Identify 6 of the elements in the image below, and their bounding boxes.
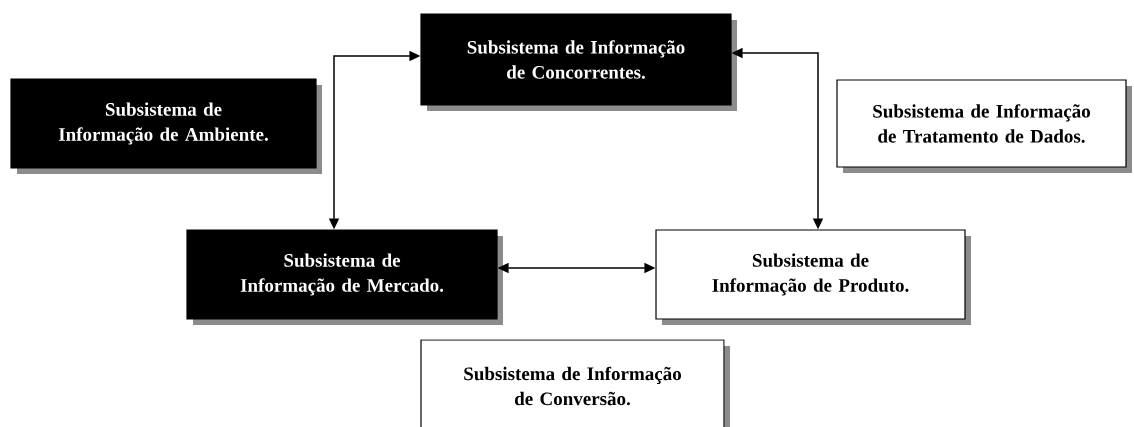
process-box: Subsistema de Informação de Mercado. [186,229,503,325]
process-box: Subsistema de Informação de Concorrentes. [420,13,737,111]
process-box: Subsistema de Informação de Tratamento de Dados. [836,79,1132,173]
process-box: Subsistema de Informação de Produto. [655,229,971,325]
process-box: Subsistema de Informação de Ambiente. [10,78,322,174]
process-box: Subsistema de Informação de Conversão. [420,339,730,427]
